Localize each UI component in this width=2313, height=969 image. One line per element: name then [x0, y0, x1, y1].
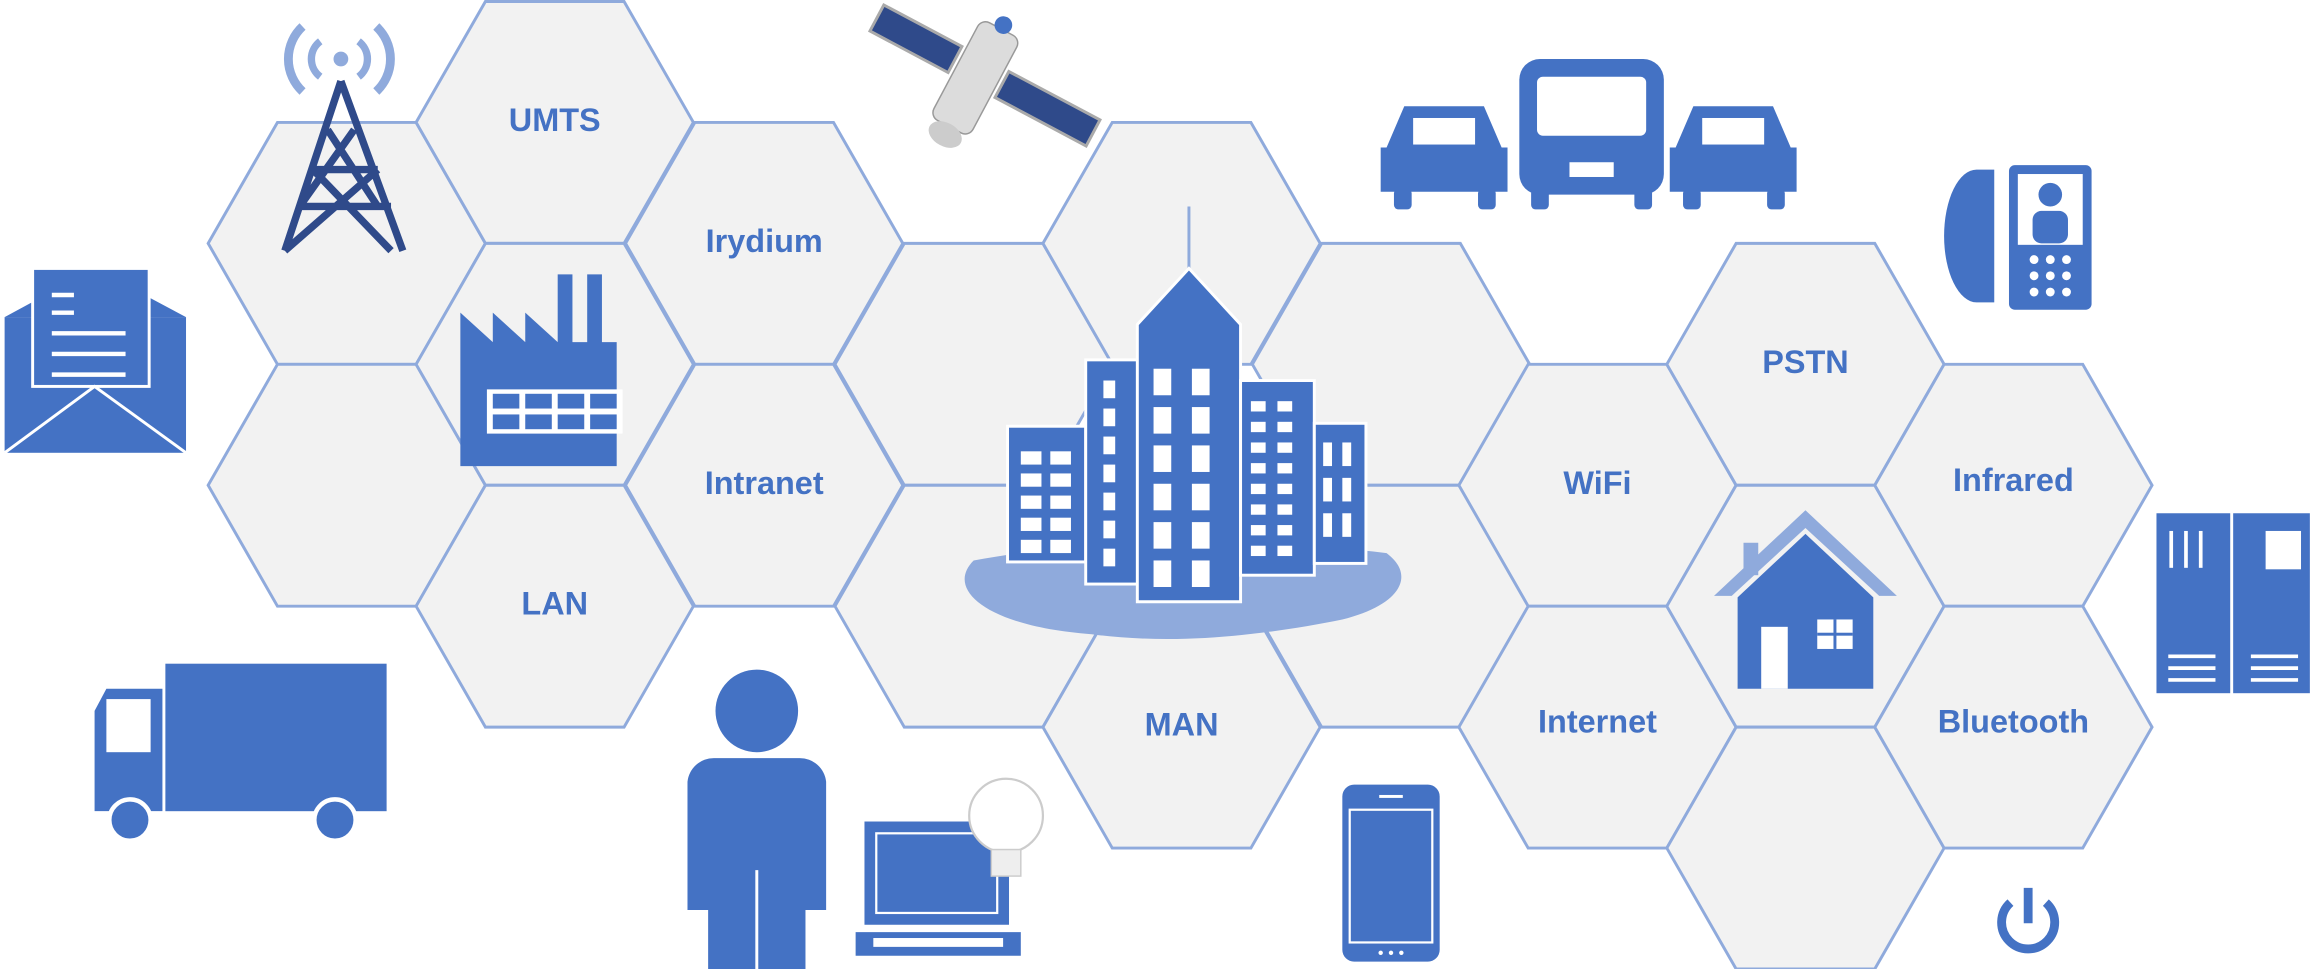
label-wifi: WiFi [1563, 465, 1631, 501]
label-man: MAN [1145, 707, 1219, 743]
window [1277, 421, 1293, 433]
person-icon [687, 669, 827, 969]
truck-icon [94, 663, 387, 843]
label-irydium: Irydium [706, 223, 823, 259]
window [1250, 483, 1266, 495]
window [1191, 368, 1210, 396]
radio-tower-icon [281, 23, 407, 254]
window [1103, 436, 1116, 455]
window [1153, 560, 1172, 588]
window [1191, 407, 1210, 434]
window [1342, 442, 1352, 467]
power-icon [1997, 887, 2060, 954]
envelope-icon [3, 266, 187, 454]
window [1153, 522, 1172, 549]
window [1277, 442, 1293, 453]
window [1250, 442, 1266, 453]
window [1103, 520, 1116, 539]
window [1277, 483, 1293, 495]
window [1250, 525, 1266, 536]
window [1250, 463, 1266, 474]
hex-grid [206, 0, 2154, 969]
window [1191, 522, 1210, 549]
cars-icon [1380, 58, 1797, 210]
window [1103, 492, 1116, 511]
window [1277, 525, 1293, 536]
window [1103, 380, 1116, 399]
window [1050, 539, 1071, 554]
window [1153, 407, 1172, 434]
window [1191, 483, 1210, 511]
window [1153, 483, 1172, 511]
factory-icon [460, 274, 623, 467]
window [1103, 548, 1116, 567]
window [1277, 401, 1293, 412]
laptop-icon [855, 821, 1021, 956]
window [1323, 477, 1333, 502]
window [1103, 408, 1116, 427]
window [1020, 451, 1042, 465]
window [1323, 513, 1333, 537]
label-bluetooth: Bluetooth [1938, 704, 2089, 740]
window [1153, 445, 1172, 472]
window [1277, 545, 1293, 557]
window [1323, 442, 1333, 467]
window [1153, 368, 1172, 396]
video-phone-icon [1944, 165, 2092, 310]
window [1277, 463, 1293, 474]
label-lan: LAN [521, 586, 588, 622]
window [1191, 560, 1210, 588]
label-intranet: Intranet [705, 465, 824, 501]
window [1050, 473, 1071, 487]
label-pstn: PSTN [1762, 344, 1849, 380]
window [1250, 545, 1266, 557]
smartphone-icon [1342, 784, 1440, 962]
label-internet: Internet [1538, 704, 1657, 740]
window [1342, 513, 1352, 537]
window [1020, 495, 1042, 509]
hex-cell [1873, 604, 2154, 850]
satellite-icon [867, 2, 1102, 148]
label-infrared: Infrared [1953, 462, 2074, 498]
house-icon [1714, 510, 1897, 689]
window [1250, 401, 1266, 412]
window [1342, 477, 1352, 502]
window [1277, 504, 1293, 515]
window [1250, 504, 1266, 515]
city-icon [964, 206, 1402, 640]
label-umts: UMTS [509, 102, 601, 138]
window [1050, 517, 1071, 531]
window [1103, 464, 1116, 483]
window [1050, 451, 1071, 465]
window [1020, 473, 1042, 487]
lightbulb-icon [968, 777, 1045, 877]
window [1250, 421, 1266, 433]
window [1020, 517, 1042, 531]
window [1050, 495, 1071, 509]
server-icon [2156, 513, 2310, 694]
window [1191, 445, 1210, 472]
window [1020, 539, 1042, 554]
